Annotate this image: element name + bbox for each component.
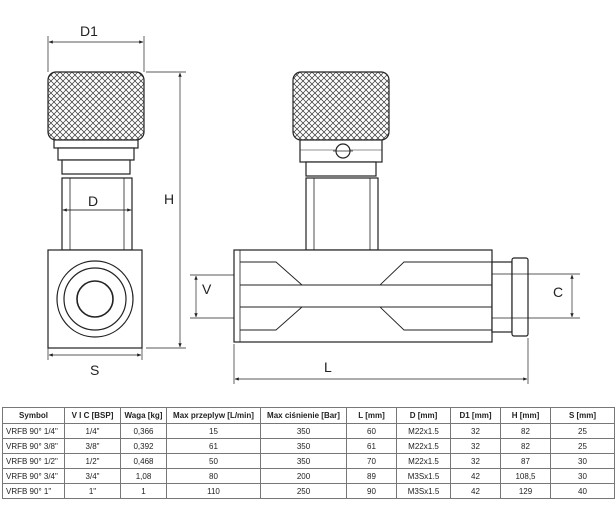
threaded-stem-front [305, 177, 379, 251]
label-d1: D1 [80, 23, 98, 39]
cell: 129 [500, 483, 551, 499]
cell: 0,468 [120, 453, 167, 469]
col-s: S [mm] [550, 407, 615, 424]
label-c: C [553, 284, 563, 300]
valve-body-front [233, 249, 493, 343]
cell: 3/8" [64, 438, 121, 454]
cell: 3/4" [64, 468, 121, 484]
col-vic: V I C [BSP] [64, 407, 121, 424]
cell: 61 [166, 438, 261, 454]
technical-drawing: D1 D H S [47, 23, 580, 384]
cell: 350 [260, 438, 347, 454]
cell: 1 [120, 483, 167, 499]
cell: 1/4" [64, 423, 121, 439]
cell: 350 [260, 423, 347, 439]
cell: 30 [550, 468, 615, 484]
threaded-stem [61, 177, 133, 251]
label-s: S [90, 362, 99, 378]
cell: 87 [500, 453, 551, 469]
label-d: D [88, 193, 98, 209]
cell: 32 [450, 438, 501, 454]
cell: 89 [346, 468, 397, 484]
cell: 25 [550, 423, 615, 439]
cell: 32 [450, 423, 501, 439]
col-d1: D1 [mm] [450, 407, 501, 424]
cell: M22x1.5 [396, 438, 451, 454]
cell: 30 [550, 453, 615, 469]
dimension-l [233, 338, 529, 384]
port-inner [76, 280, 114, 318]
port-outer [56, 260, 134, 338]
cell: 40 [550, 483, 615, 499]
valve-body-side [47, 249, 143, 349]
cell: 61 [346, 438, 397, 454]
front-view [233, 71, 529, 343]
cell: 1,08 [120, 468, 167, 484]
cell: 80 [166, 468, 261, 484]
dimension-s [47, 348, 143, 360]
cell: 32 [450, 453, 501, 469]
col-symbol: Symbol [2, 407, 65, 424]
col-max-pressure: Max ciśnienie [Bar] [260, 407, 347, 424]
cell: 50 [166, 453, 261, 469]
end-fitting [491, 261, 513, 333]
cell: 0,366 [120, 423, 167, 439]
cell: 200 [260, 468, 347, 484]
dimension-d1 [47, 36, 145, 72]
cell: 110 [166, 483, 261, 499]
cell: 350 [260, 453, 347, 469]
label-h: H [164, 191, 174, 207]
cell: 70 [346, 453, 397, 469]
label-v: V [202, 281, 212, 297]
cell: 25 [550, 438, 615, 454]
cell: VRFB 90° 1/4" [2, 423, 65, 439]
dimension-c [492, 273, 580, 319]
cell: 82 [500, 438, 551, 454]
dimension-v [190, 274, 234, 319]
cell: 82 [500, 423, 551, 439]
table-row: VRFB 90° 1" 1" 1 110 250 90 M3Sx1.5 42 1… [2, 483, 615, 499]
cell: M3Sx1.5 [396, 483, 451, 499]
col-weight: Waga [kg] [120, 407, 167, 424]
knurled-knob [47, 71, 145, 141]
col-l: L [mm] [346, 407, 397, 424]
dimension-h [146, 71, 186, 349]
table-row: VRFB 90° 1/4" 1/4" 0,366 15 350 60 M22x1… [2, 423, 615, 439]
col-max-flow: Max przeplyw [L/min] [166, 407, 261, 424]
table-header-row: Symbol V I C [BSP] Waga [kg] Max przeply… [2, 407, 615, 424]
col-h: H [mm] [500, 407, 551, 424]
cell: 42 [450, 483, 501, 499]
cell: 108,5 [500, 468, 551, 484]
label-l: L [324, 359, 332, 375]
cell: M22x1.5 [396, 423, 451, 439]
knurled-knob-front [292, 71, 390, 141]
table-row: VRFB 90° 1/2" 1/2" 0,468 50 350 70 M22x1… [2, 453, 615, 469]
table-row: VRFB 90° 3/4" 3/4" 1,08 80 200 89 M3Sx1.… [2, 468, 615, 484]
col-d: D [mm] [396, 407, 451, 424]
cell: VRFB 90° 3/4" [2, 468, 65, 484]
cell: 42 [450, 468, 501, 484]
cell: 60 [346, 423, 397, 439]
side-view [47, 71, 145, 349]
spec-table: Symbol V I C [BSP] Waga [kg] Max przeply… [2, 407, 615, 499]
cell: M22x1.5 [396, 453, 451, 469]
cell: 15 [166, 423, 261, 439]
cell: M3Sx1.5 [396, 468, 451, 484]
cell: VRFB 90° 1" [2, 483, 65, 499]
cell: VRFB 90° 1/2" [2, 453, 65, 469]
cell: 90 [346, 483, 397, 499]
cell: 0,392 [120, 438, 167, 454]
cell: 1/2" [64, 453, 121, 469]
cell: VRFB 90° 3/8" [2, 438, 65, 454]
cell: 1" [64, 483, 121, 499]
table-row: VRFB 90° 3/8" 3/8" 0,392 61 350 61 M22x1… [2, 438, 615, 454]
cell: 250 [260, 483, 347, 499]
